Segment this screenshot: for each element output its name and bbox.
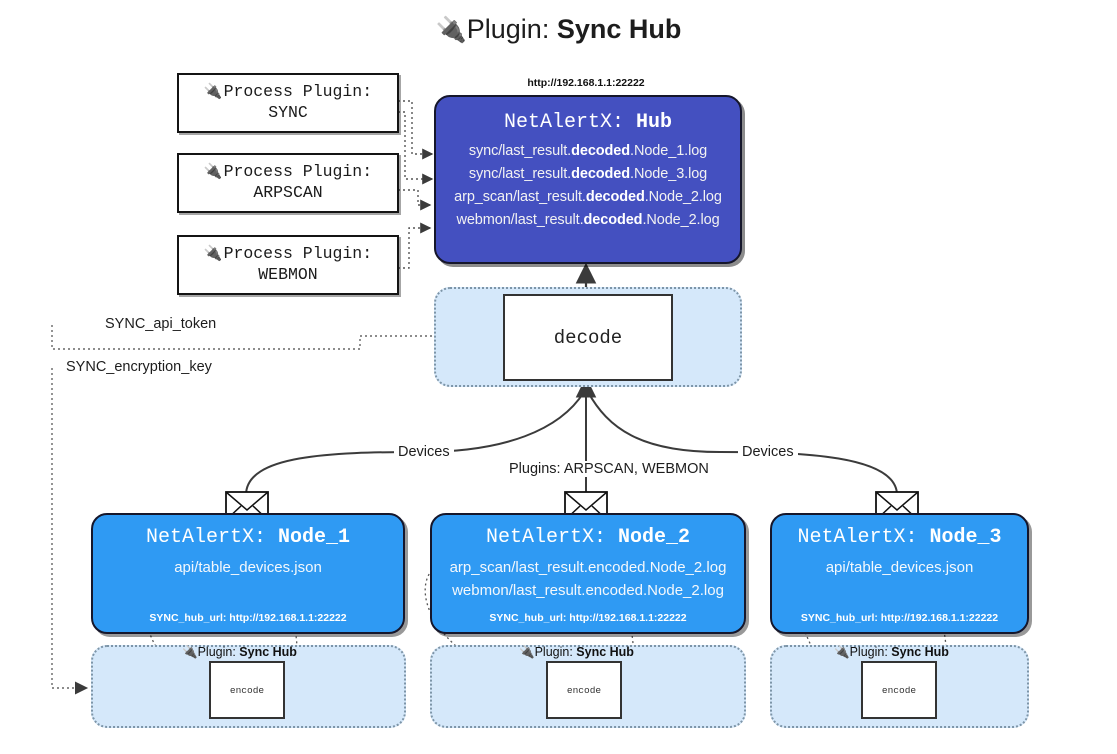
encode-box-1[interactable]: encode bbox=[209, 661, 285, 719]
decode-box[interactable]: decode bbox=[503, 294, 673, 381]
node-2-hub-url: SYNC_hub_url: http://192.168.1.1:22222 bbox=[489, 612, 687, 624]
node-1-hub-url: SYNC_hub_url: http://192.168.1.1:22222 bbox=[149, 612, 347, 624]
encode-box-3[interactable]: encode bbox=[861, 661, 937, 719]
encode-box-2[interactable]: encode bbox=[546, 661, 622, 719]
plug-icon: 🔌 bbox=[203, 246, 223, 264]
encode-plugin-label-2: 🔌Plugin: Sync Hub bbox=[519, 645, 634, 659]
plugins-label-middle: Plugins: ARPSCAN, WEBMON bbox=[505, 461, 713, 477]
node-card-node-1[interactable]: NetAlertX: Node_1 api/table_devices.json… bbox=[91, 513, 405, 634]
node-1-line-list: api/table_devices.json bbox=[93, 559, 403, 576]
edge-sync-to-log1 bbox=[398, 100, 434, 160]
process-plugin-webmon-line1: Process Plugin: bbox=[223, 244, 373, 264]
process-plugin-sync-line1: Process Plugin: bbox=[223, 82, 373, 102]
encode-plugin-label-3: 🔌Plugin: Sync Hub bbox=[834, 645, 949, 659]
plug-icon: 🔌 bbox=[203, 84, 223, 102]
process-plugin-sync[interactable]: 🔌 Process Plugin: SYNC bbox=[177, 73, 399, 133]
hub-log-list: sync/last_result.decoded.Node_1.log sync… bbox=[436, 143, 740, 228]
plug-icon: 🔌 bbox=[182, 645, 198, 659]
process-plugin-webmon[interactable]: 🔌 Process Plugin: WEBMON bbox=[177, 235, 399, 295]
process-plugin-arpscan-line1: Process Plugin: bbox=[223, 162, 373, 182]
edge-arpscan-to-log3 bbox=[398, 189, 432, 211]
node-3-title: NetAlertX: Node_3 bbox=[797, 526, 1002, 549]
devices-label-left: Devices bbox=[394, 444, 454, 460]
hub-title-prefix: NetAlertX: bbox=[503, 111, 636, 134]
hub-title-name: Hub bbox=[636, 111, 673, 134]
node-1-title: NetAlertX: Node_1 bbox=[145, 526, 351, 549]
encode-plugin-label-1: 🔌Plugin: Sync Hub bbox=[182, 645, 297, 659]
plug-icon: 🔌 bbox=[435, 16, 467, 44]
plug-icon: 🔌 bbox=[519, 645, 535, 659]
process-plugin-webmon-line2: WEBMON bbox=[258, 265, 318, 284]
page-title-name: Sync Hub bbox=[556, 14, 682, 44]
edge-encryption-key-to-encode-band bbox=[51, 368, 89, 695]
node-3-line-list: api/table_devices.json bbox=[772, 559, 1027, 576]
node-1-line: api/table_devices.json bbox=[174, 559, 322, 576]
devices-label-right: Devices bbox=[738, 444, 798, 460]
node-3-line: api/table_devices.json bbox=[825, 559, 974, 576]
hub-title: NetAlertX: Hub bbox=[436, 111, 740, 134]
process-plugin-arpscan[interactable]: 🔌 Process Plugin: ARPSCAN bbox=[177, 153, 399, 213]
edge-sync-to-log2 bbox=[398, 111, 434, 185]
hub-url-label: http://192.168.1.1:22222 bbox=[527, 77, 645, 89]
node-2-line-list: arp_scan/last_result.encoded.Node_2.log … bbox=[432, 559, 744, 599]
plug-icon: 🔌 bbox=[203, 164, 223, 182]
hub-log-item: webmon/last_result.decoded.Node_2.log bbox=[456, 212, 720, 228]
plug-icon: 🔌 bbox=[834, 645, 850, 659]
process-plugin-sync-line2: SYNC bbox=[268, 103, 308, 122]
node-2-title: NetAlertX: Node_2 bbox=[485, 526, 691, 549]
node-2-line: arp_scan/last_result.encoded.Node_2.log bbox=[449, 559, 727, 576]
hub-log-item: sync/last_result.decoded.Node_1.log bbox=[468, 143, 708, 159]
page-title-prefix: Plugin: bbox=[466, 14, 557, 44]
edge-webmon-to-log4 bbox=[398, 222, 432, 269]
sync-api-token-label: SYNC_api_token bbox=[101, 316, 221, 332]
node-card-node-2[interactable]: NetAlertX: Node_2 arp_scan/last_result.e… bbox=[430, 513, 746, 634]
hub-card[interactable]: NetAlertX: Hub sync/last_result.decoded.… bbox=[434, 95, 742, 264]
page-title: 🔌Plugin: Sync Hub bbox=[0, 14, 1117, 45]
hub-log-item: arp_scan/last_result.decoded.Node_2.log bbox=[454, 189, 722, 205]
hub-log-item: sync/last_result.decoded.Node_3.log bbox=[468, 166, 708, 182]
sync-encryption-key-label: SYNC_encryption_key bbox=[62, 359, 216, 375]
node-card-node-3[interactable]: NetAlertX: Node_3 api/table_devices.json… bbox=[770, 513, 1029, 634]
node-2-line: webmon/last_result.encoded.Node_2.log bbox=[452, 582, 724, 599]
process-plugin-arpscan-line2: ARPSCAN bbox=[253, 183, 323, 202]
node-3-hub-url: SYNC_hub_url: http://192.168.1.1:22222 bbox=[800, 612, 999, 624]
